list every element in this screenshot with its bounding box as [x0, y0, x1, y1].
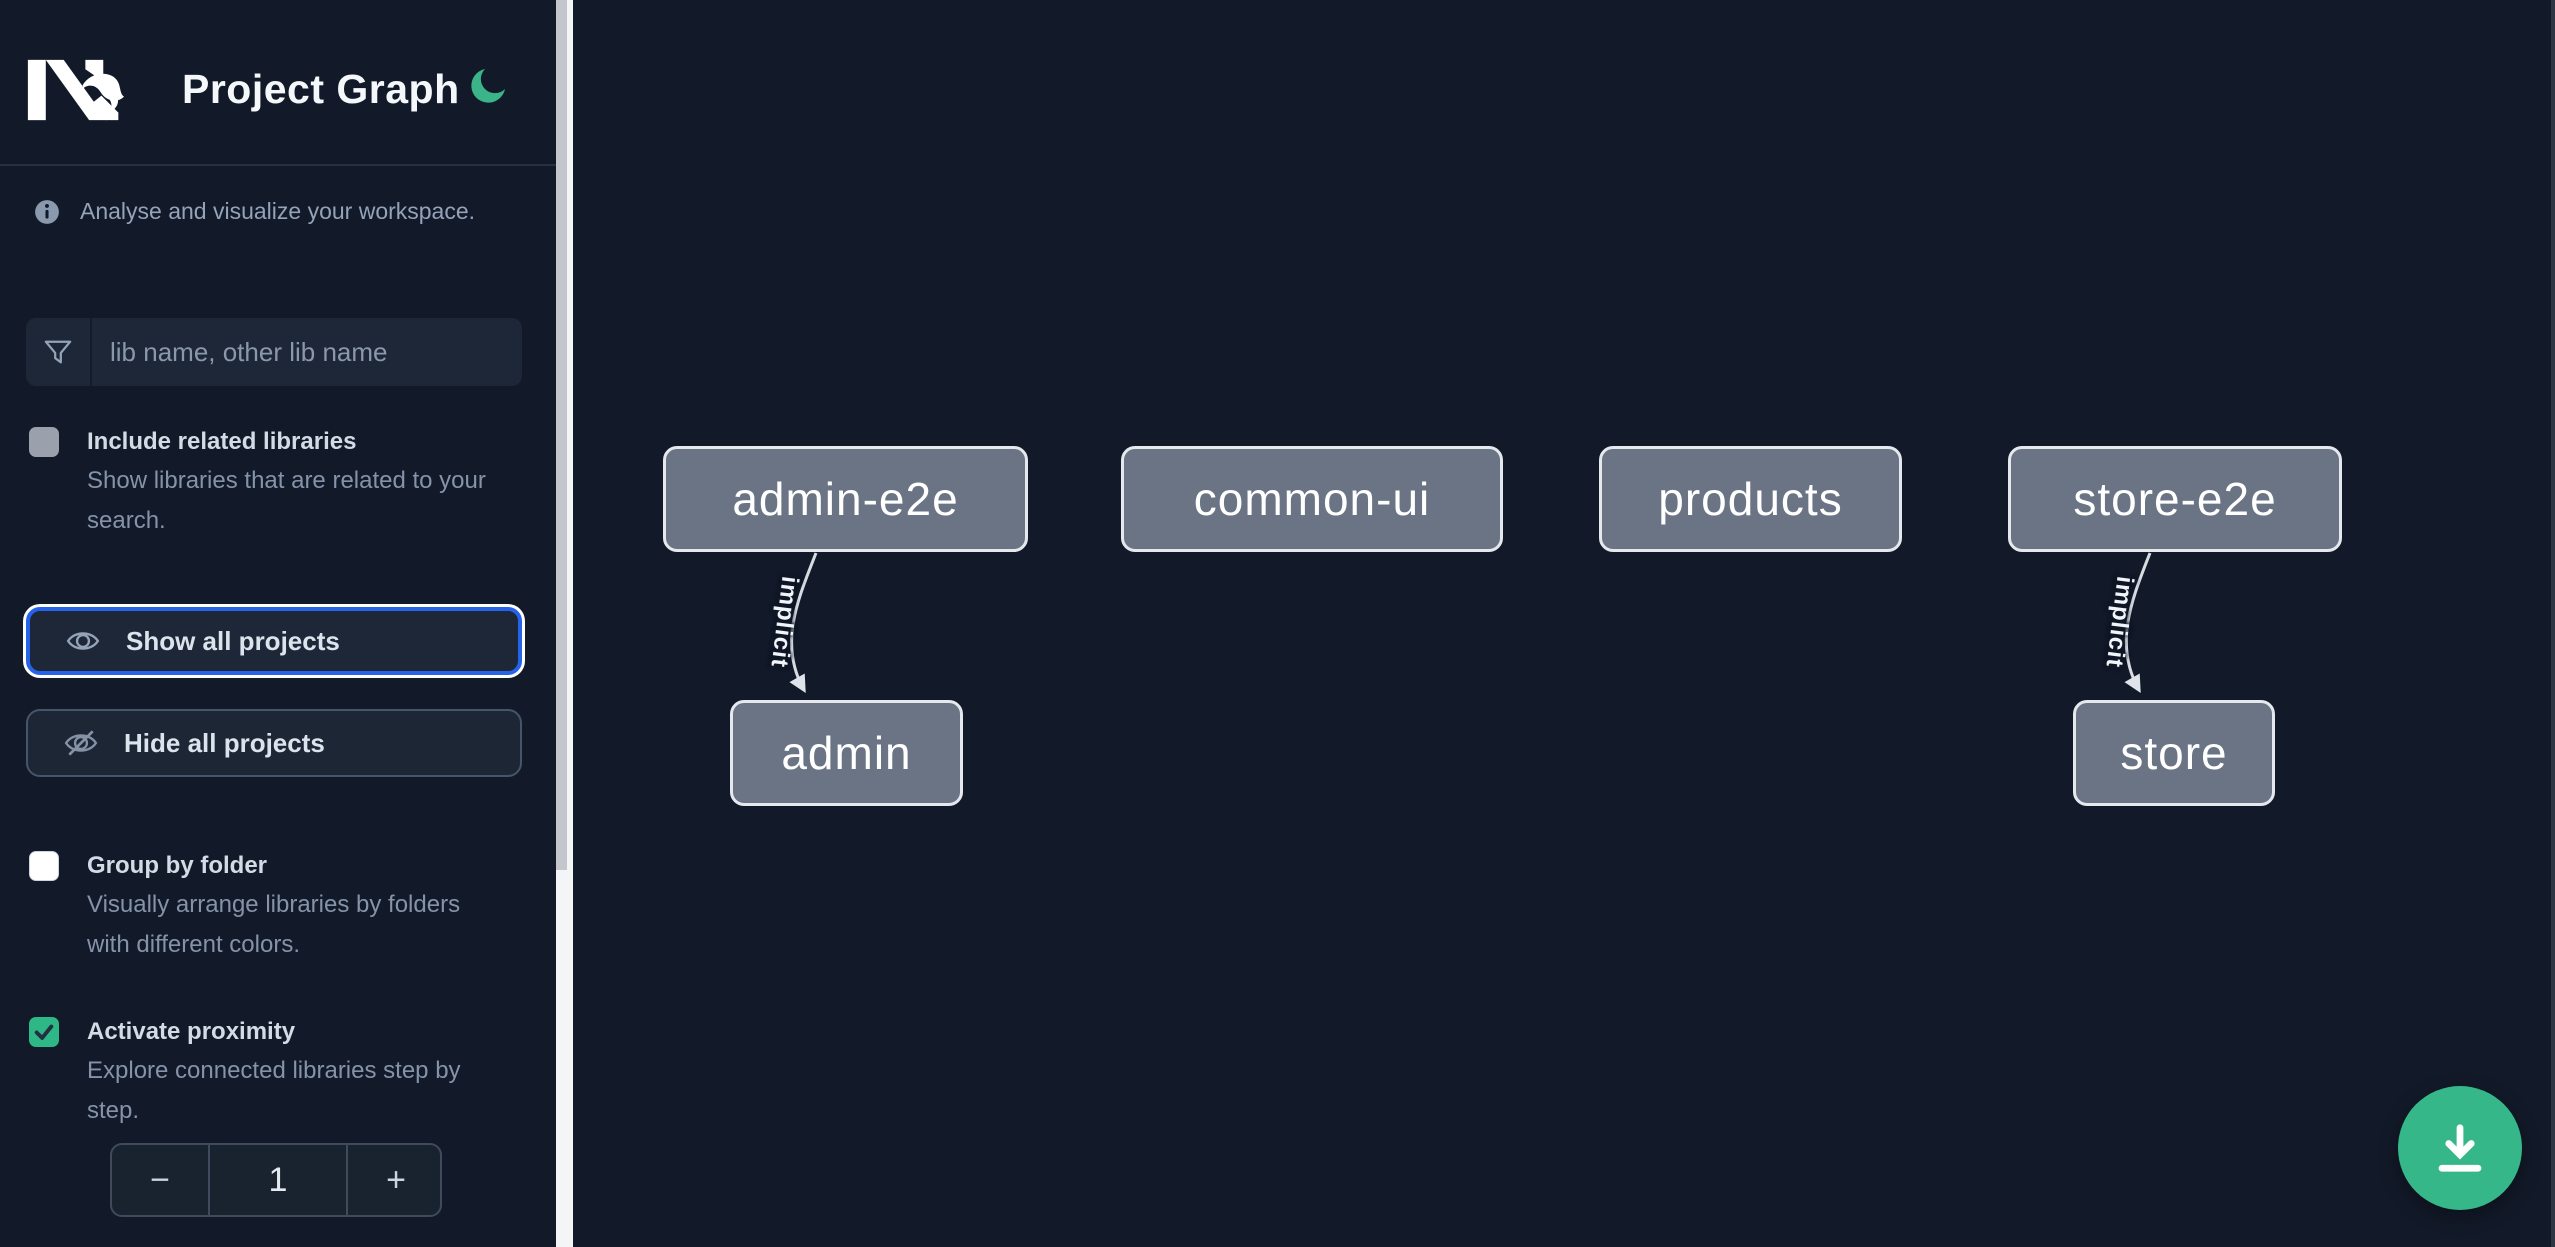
- stepper-value: 1: [208, 1145, 348, 1215]
- hide-all-projects-button[interactable]: Hide all projects: [26, 709, 522, 777]
- search-input[interactable]: [92, 318, 522, 386]
- eye-icon: [66, 632, 100, 650]
- toggle-description: Visually arrange libraries by folders wi…: [87, 891, 461, 958]
- toggle-label: Include related libraries: [87, 428, 357, 455]
- filter-funnel-icon: [26, 318, 92, 386]
- theme-toggle-button[interactable]: [464, 62, 512, 110]
- button-label: Show all projects: [126, 625, 340, 656]
- button-label: Hide all projects: [124, 727, 325, 758]
- toggle-description: Show libraries that are related to your …: [87, 467, 486, 534]
- proximity-depth-stepper: − 1 +: [110, 1143, 442, 1217]
- toggle-description: Explore connected libraries step by step…: [87, 1057, 461, 1124]
- page-title: Project Graph: [182, 66, 460, 112]
- sidebar: Project Graph Analyse and visualize your…: [0, 0, 556, 1247]
- decrement-button[interactable]: −: [112, 1145, 208, 1215]
- graph-node-products[interactable]: products: [1599, 446, 1902, 552]
- activate-proximity-checkbox[interactable]: [29, 1017, 59, 1047]
- show-all-projects-button[interactable]: Show all projects: [26, 607, 522, 675]
- tagline-text: Analyse and visualize your workspace.: [80, 198, 476, 224]
- sidebar-scrollbar[interactable]: [556, 0, 573, 1247]
- graph-node-admin-e2e[interactable]: admin-e2e: [663, 446, 1028, 552]
- toggle-activate-proximity: Activate proximity Explore connected lib…: [29, 1015, 475, 1131]
- increment-button[interactable]: +: [348, 1145, 440, 1215]
- toggle-label: Group by folder: [87, 852, 267, 879]
- toggle-label: Activate proximity: [87, 1018, 296, 1045]
- scrollbar-thumb[interactable]: [556, 0, 567, 870]
- eye-off-icon: [64, 730, 98, 756]
- graph-node-store-e2e[interactable]: store-e2e: [2008, 446, 2342, 552]
- search-bar: [26, 318, 522, 386]
- download-icon: [2438, 1124, 2482, 1172]
- toggle-include-related: Include related libraries Show libraries…: [29, 425, 509, 541]
- moon-icon: [471, 69, 505, 103]
- sidebar-header: Project Graph: [0, 0, 556, 166]
- graph-node-admin[interactable]: admin: [730, 700, 963, 806]
- window-edge: [2551, 0, 2555, 1247]
- graph-node-store[interactable]: store: [2073, 700, 2275, 806]
- nx-logo: [26, 56, 124, 124]
- group-by-folder-checkbox[interactable]: [29, 851, 59, 881]
- save-image-button[interactable]: [2398, 1086, 2522, 1210]
- graph-canvas[interactable]: [573, 0, 2555, 1247]
- check-icon: [34, 1024, 54, 1040]
- graph-node-common-ui[interactable]: common-ui: [1121, 446, 1503, 552]
- toggle-group-by-folder: Group by folder Visually arrange librari…: [29, 849, 489, 965]
- include-related-checkbox[interactable]: [29, 427, 59, 457]
- tagline-row: Analyse and visualize your workspace.: [34, 198, 475, 225]
- info-icon: [35, 199, 59, 224]
